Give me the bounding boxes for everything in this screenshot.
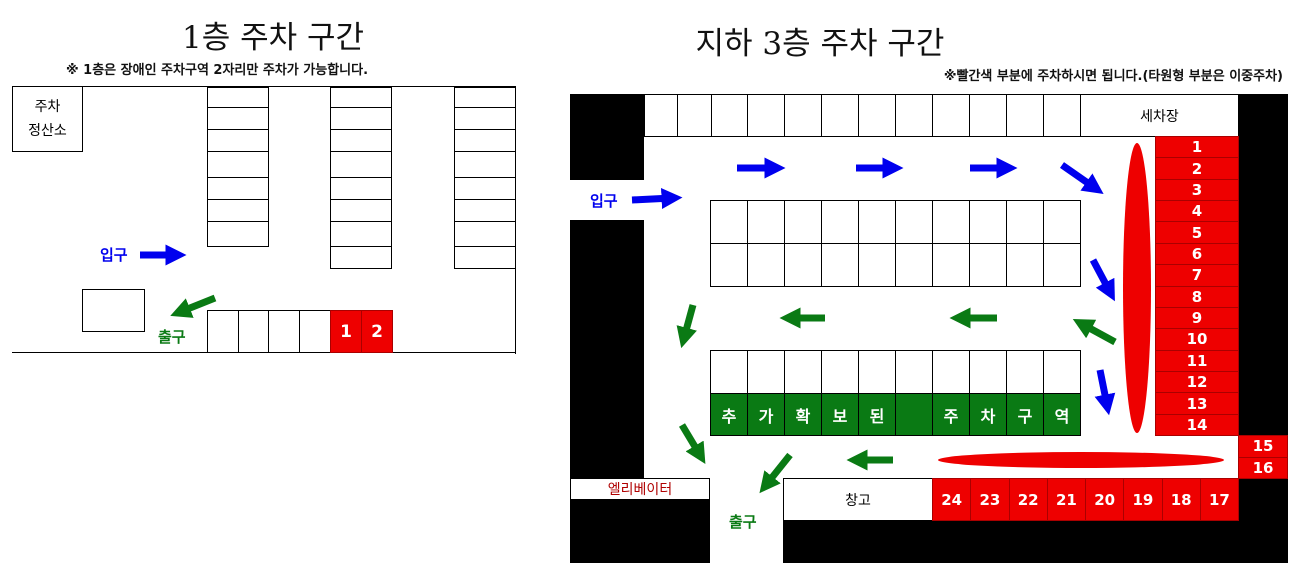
green-direction-arrow-icon bbox=[759, 452, 793, 494]
parking-space bbox=[330, 221, 392, 247]
floor1-exit-label: 출구 bbox=[158, 328, 186, 346]
parking-space bbox=[895, 200, 933, 244]
parking-space bbox=[784, 94, 822, 137]
reserved-parking-space[interactable]: 1 bbox=[330, 310, 362, 353]
green-direction-arrow-icon bbox=[676, 304, 697, 349]
parking-space bbox=[710, 243, 748, 287]
parking-space bbox=[747, 243, 785, 287]
wall-block bbox=[570, 94, 644, 180]
parking-space-available[interactable]: 20 bbox=[1085, 478, 1125, 521]
green-direction-arrow-icon bbox=[170, 294, 217, 318]
parking-space-available[interactable]: 17 bbox=[1199, 478, 1239, 521]
extra-parking-space[interactable]: 차 bbox=[969, 393, 1007, 436]
parking-space bbox=[268, 310, 300, 353]
parking-space bbox=[858, 243, 896, 287]
parking-space bbox=[454, 221, 516, 247]
parking-space bbox=[644, 94, 678, 137]
wall-block bbox=[570, 220, 644, 478]
parking-space bbox=[784, 350, 822, 394]
floorb3-entrance-label: 입구 bbox=[590, 192, 618, 210]
extra-parking-space[interactable]: 구 bbox=[1006, 393, 1044, 436]
parking-space bbox=[238, 310, 269, 353]
extra-parking-space[interactable]: 확 bbox=[784, 393, 822, 436]
parking-space-available[interactable]: 18 bbox=[1161, 478, 1201, 521]
double-parking-zone-vertical bbox=[1123, 143, 1151, 433]
double-parking-zone-horizontal bbox=[938, 452, 1224, 468]
parking-space bbox=[784, 243, 822, 287]
extra-parking-space[interactable]: 보 bbox=[821, 393, 859, 436]
floor1-entrance-label: 입구 bbox=[100, 246, 128, 264]
parking-space bbox=[932, 350, 970, 394]
parking-space bbox=[677, 94, 712, 137]
green-direction-arrow-icon bbox=[678, 423, 706, 465]
parking-space-available[interactable]: 11 bbox=[1155, 349, 1239, 372]
parking-space bbox=[747, 200, 785, 244]
parking-space bbox=[454, 246, 516, 269]
reserved-parking-space[interactable]: 2 bbox=[361, 310, 393, 353]
car-wash: 세차장 bbox=[1080, 94, 1239, 137]
floorb3-notice: ※빨간색 부분에 주차하시면 됩니다.(타원형 부분은 이중주차) bbox=[943, 69, 1283, 84]
parking-space bbox=[1043, 350, 1081, 394]
parking-space bbox=[747, 350, 785, 394]
elevator: 엘리베이터 bbox=[570, 478, 710, 500]
wall-block bbox=[1238, 478, 1288, 563]
extra-parking-space[interactable]: 역 bbox=[1043, 393, 1081, 436]
pay-booth: 주차 정산소 bbox=[12, 86, 83, 152]
parking-space-available[interactable]: 23 bbox=[970, 478, 1010, 521]
parking-space-available[interactable]: 14 bbox=[1155, 413, 1239, 437]
floor1-notice: ※ 1층은 장애인 주차구역 2자리만 주차가 가능합니다. bbox=[66, 63, 369, 78]
parking-space bbox=[858, 94, 896, 137]
parking-space-available[interactable]: 21 bbox=[1046, 478, 1086, 521]
floorb3-title: 지하 3층 주차 구간 bbox=[695, 26, 945, 62]
parking-space-available[interactable]: 16 bbox=[1238, 456, 1288, 479]
parking-space bbox=[895, 94, 933, 137]
pay-booth-label-1: 주차 bbox=[34, 99, 61, 115]
parking-space bbox=[330, 151, 392, 178]
parking-space bbox=[207, 221, 269, 247]
floor1-top-wall bbox=[12, 86, 516, 87]
blue-direction-arrow-icon bbox=[631, 188, 683, 210]
parking-space-available[interactable]: 22 bbox=[1008, 478, 1048, 521]
parking-space bbox=[784, 200, 822, 244]
blue-direction-arrow-icon bbox=[1094, 369, 1116, 416]
parking-space bbox=[969, 243, 1007, 287]
parking-space bbox=[1006, 243, 1044, 287]
parking-space bbox=[969, 94, 1007, 137]
parking-space bbox=[299, 310, 331, 353]
extra-parking-space[interactable]: 된 bbox=[858, 393, 896, 436]
extra-parking-space[interactable]: 가 bbox=[747, 393, 785, 436]
green-direction-arrow-icon bbox=[1072, 318, 1117, 346]
pay-booth-label-2: 정산소 bbox=[28, 123, 67, 139]
parking-space bbox=[330, 246, 392, 269]
parking-space bbox=[1043, 94, 1081, 137]
floorb3-exit-label: 출구 bbox=[729, 513, 757, 531]
parking-space-available[interactable]: 15 bbox=[1238, 435, 1288, 458]
parking-space bbox=[1006, 94, 1044, 137]
blue-direction-arrow-icon bbox=[1089, 258, 1115, 302]
parking-space bbox=[747, 94, 785, 137]
wall-block bbox=[1238, 94, 1288, 436]
extra-parking-space[interactable]: 주 bbox=[932, 393, 970, 436]
floor1-structure-box bbox=[82, 289, 145, 332]
parking-space bbox=[821, 94, 859, 137]
storage-room: 창고 bbox=[783, 478, 933, 521]
parking-space bbox=[932, 243, 970, 287]
wall-block bbox=[570, 500, 710, 563]
extra-parking-space[interactable] bbox=[895, 393, 933, 436]
blue-direction-arrow-icon bbox=[1059, 162, 1104, 195]
parking-space bbox=[1043, 243, 1081, 287]
wall-block bbox=[783, 520, 1288, 563]
parking-space bbox=[821, 350, 859, 394]
floor1-title: 1층 주차 구간 bbox=[181, 20, 365, 56]
parking-space-available[interactable]: 12 bbox=[1155, 370, 1239, 394]
